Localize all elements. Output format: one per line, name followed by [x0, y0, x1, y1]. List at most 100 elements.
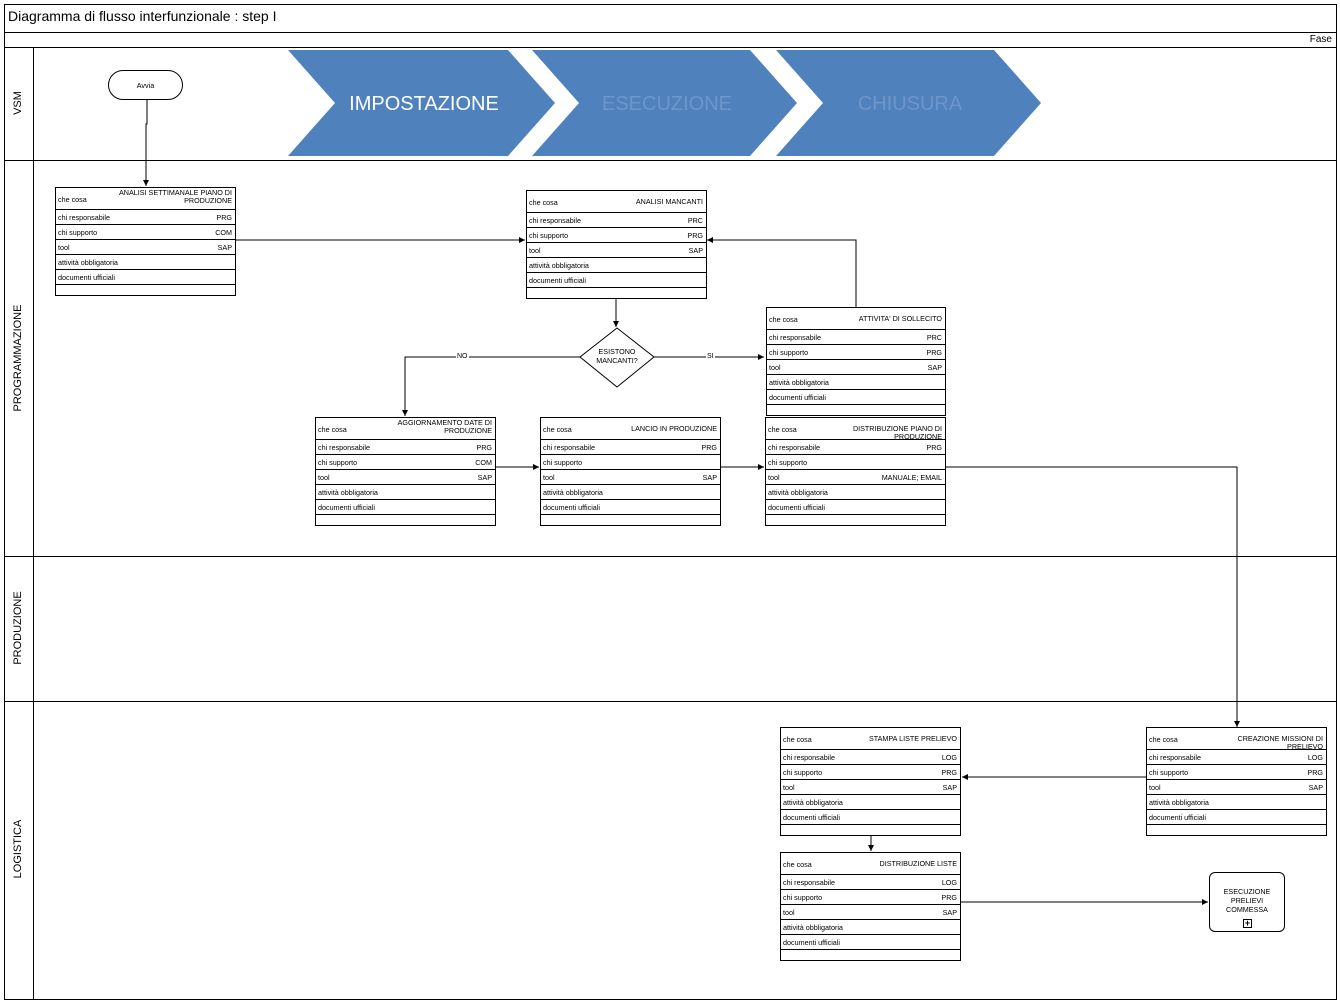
field-row-tool: tool SAP: [1147, 780, 1326, 795]
field-value: PRC: [926, 333, 942, 342]
field-value: LOG: [941, 878, 957, 887]
field-label: tool: [1149, 783, 1161, 792]
field-label: tool: [543, 473, 555, 482]
field-label: tool: [768, 473, 780, 482]
field-value: ATTIVITA' DI SOLLECITO: [858, 314, 942, 323]
decision-no-label: NO: [456, 353, 469, 360]
plus-icon[interactable]: +: [1243, 918, 1252, 928]
field-row-supporto: chi supporto: [541, 455, 720, 470]
field-label: tool: [58, 243, 70, 252]
field-label: tool: [529, 246, 541, 255]
field-label: che cosa: [543, 425, 572, 434]
field-label: tool: [318, 473, 330, 482]
field-value: SAP: [702, 473, 717, 482]
field-value: SAP: [942, 908, 957, 917]
phase-label-impostazione: IMPOSTAZIONE: [349, 93, 499, 115]
field-row-tool: tool SAP: [316, 470, 495, 485]
field-label: tool: [783, 908, 795, 917]
field-label: chi supporto: [783, 768, 823, 777]
field-value: PRG: [476, 443, 492, 452]
phase-chevron-chiusura: [776, 50, 1041, 156]
field-row-obbligatoria: attività obbligatoria: [781, 920, 960, 935]
field-value: SAP: [1308, 783, 1323, 792]
field-label: tool: [769, 363, 781, 372]
diagram-title: Diagramma di flusso interfunzionale : st…: [8, 8, 277, 24]
lane-divider-produzione: [4, 701, 1337, 702]
field-label: chi supporto: [58, 228, 98, 237]
field-value: LOG: [1307, 753, 1323, 762]
field-value: DISTRIBUZIONE PIANO DI PRODUZIONE: [852, 424, 942, 441]
box-footer: [767, 405, 945, 415]
lane-header-divider: [33, 47, 34, 1000]
field-label: chi responsabile: [768, 443, 820, 452]
field-row-obbligatoria: attività obbligatoria: [781, 795, 960, 810]
field-label: chi supporto: [769, 348, 809, 357]
phase-label-chiusura: CHIUSURA: [858, 93, 963, 115]
field-value: PRG: [701, 443, 717, 452]
field-row-obbligatoria: attività obbligatoria: [541, 485, 720, 500]
start-terminator[interactable]: Avvia: [108, 70, 183, 100]
diagram-frame: [4, 4, 1337, 1000]
field-row-obbligatoria: attività obbligatoria: [1147, 795, 1326, 810]
decision-label: ESISTONO MANCANTI?: [596, 347, 638, 365]
field-label: chi responsabile: [769, 333, 821, 342]
field-value: PRG: [941, 768, 957, 777]
field-value: SAP: [477, 473, 492, 482]
phase-label-esecuzione: ESECUZIONE: [602, 93, 732, 115]
field-row-obbligatoria: attività obbligatoria: [766, 485, 945, 500]
field-row-documenti: documenti ufficiali: [781, 935, 960, 950]
field-value: AGGIORNAMENTO DATE DI PRODUZIONE: [397, 418, 492, 435]
field-label: chi supporto: [783, 893, 823, 902]
subprocess-esecuzione-prelievi[interactable]: ESECUZIONE PRELIEVI COMMESSA +: [1209, 872, 1285, 932]
field-label: chi responsabile: [58, 213, 110, 222]
field-label: documenti ufficiali: [318, 503, 375, 512]
field-row-obbligatoria: attività obbligatoria: [316, 485, 495, 500]
field-label: chi responsabile: [318, 443, 370, 452]
field-label: attività obbligatoria: [783, 798, 843, 807]
field-value: DISTRIBUZIONE LISTE: [879, 859, 957, 868]
field-label: chi supporto: [768, 458, 808, 467]
field-value: SAP: [927, 363, 942, 372]
decision-yes-label: SI: [706, 353, 715, 360]
field-row-documenti: documenti ufficiali: [767, 390, 945, 405]
field-row-documenti: documenti ufficiali: [1147, 810, 1326, 825]
field-label: attività obbligatoria: [318, 488, 378, 497]
field-label: documenti ufficiali: [769, 393, 826, 402]
field-row-documenti: documenti ufficiali: [316, 500, 495, 515]
field-row-obbligatoria: attività obbligatoria: [56, 255, 235, 270]
field-value: LOG: [941, 753, 957, 762]
lane-divider-programmazione: [4, 556, 1337, 557]
field-label: documenti ufficiali: [768, 503, 825, 512]
field-label: documenti ufficiali: [543, 503, 600, 512]
field-label: che cosa: [783, 735, 812, 744]
field-row-documenti: documenti ufficiali: [781, 810, 960, 825]
decision-diamond: [579, 327, 655, 388]
field-label: chi responsabile: [529, 216, 581, 225]
